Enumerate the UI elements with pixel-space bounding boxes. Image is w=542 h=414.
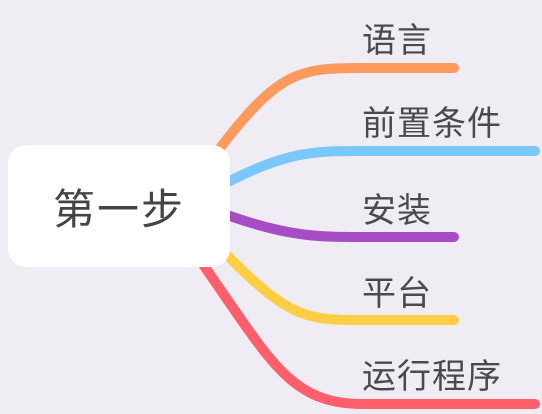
branch-label-prerequisites[interactable]: 前置条件 — [362, 104, 502, 144]
connector-language — [215, 63, 459, 153]
connector-platform — [221, 249, 459, 325]
central-node-label: 第一步 — [52, 184, 185, 234]
central-node[interactable]: 第一步 — [8, 145, 230, 267]
connector-prerequisites — [223, 145, 540, 187]
connector-run-program — [199, 261, 540, 409]
branch-label-language[interactable]: 语言 — [362, 21, 432, 61]
branch-label-installation[interactable]: 安装 — [362, 191, 432, 231]
connector-installation — [225, 211, 459, 242]
branch-label-platform[interactable]: 平台 — [362, 274, 432, 314]
branch-connectors — [199, 63, 540, 409]
branch-label-run-program[interactable]: 运行程序 — [362, 357, 502, 397]
